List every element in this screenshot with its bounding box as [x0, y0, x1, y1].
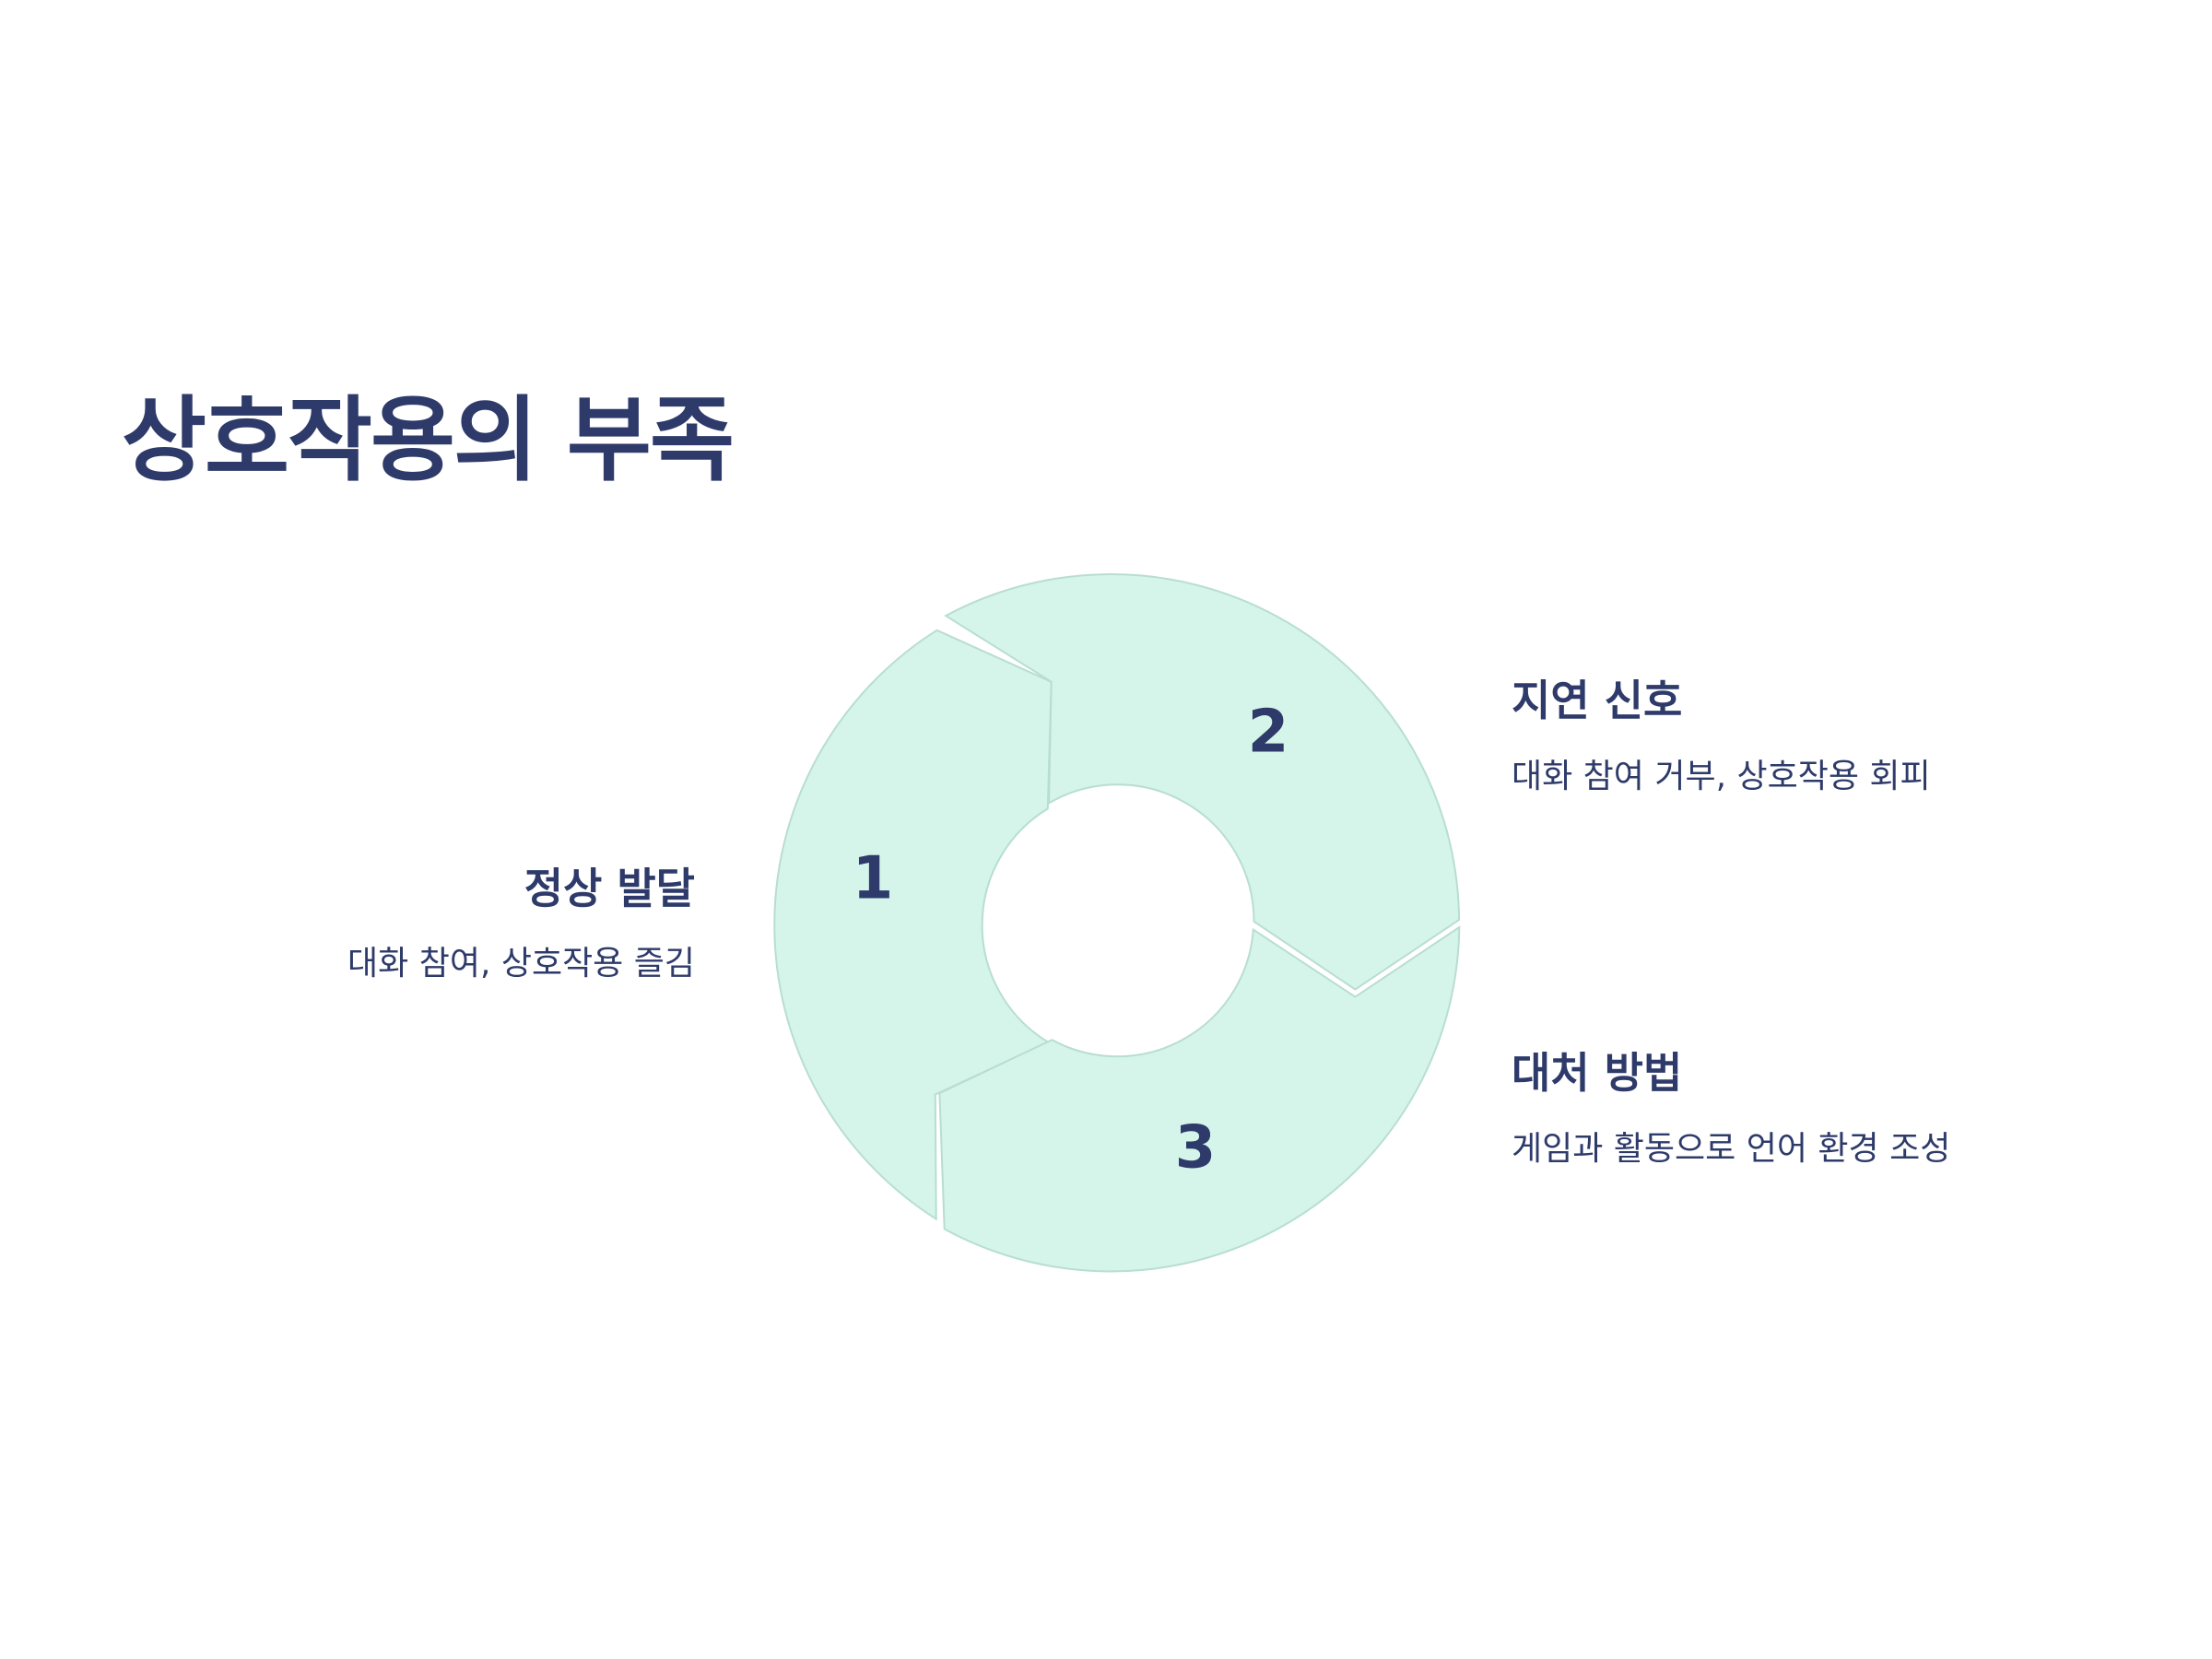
step-description-1: 대화 참여, 상호작용 즐김 — [347, 945, 695, 982]
step-heading-1: 정상 발달 — [524, 864, 695, 913]
cycle-segment-1 — [773, 629, 1053, 1221]
page-title: 상호작용의 부족 — [122, 386, 735, 494]
cycle-segment-2 — [944, 573, 1461, 991]
step-description-3: 게임과 활동으로 언어 환경 조성 — [1512, 1130, 1951, 1168]
step-heading-3: 대처 방법 — [1512, 1048, 1683, 1098]
step-number-3: 3 — [1175, 1114, 1217, 1182]
step-description-2: 대화 참여 거부, 상호작용 회피 — [1512, 758, 1931, 795]
step-number-1: 1 — [853, 845, 894, 913]
step-number-2: 2 — [1248, 699, 1289, 767]
cycle-segment-3 — [938, 925, 1461, 1273]
step-heading-2: 지연 신호 — [1512, 676, 1683, 725]
